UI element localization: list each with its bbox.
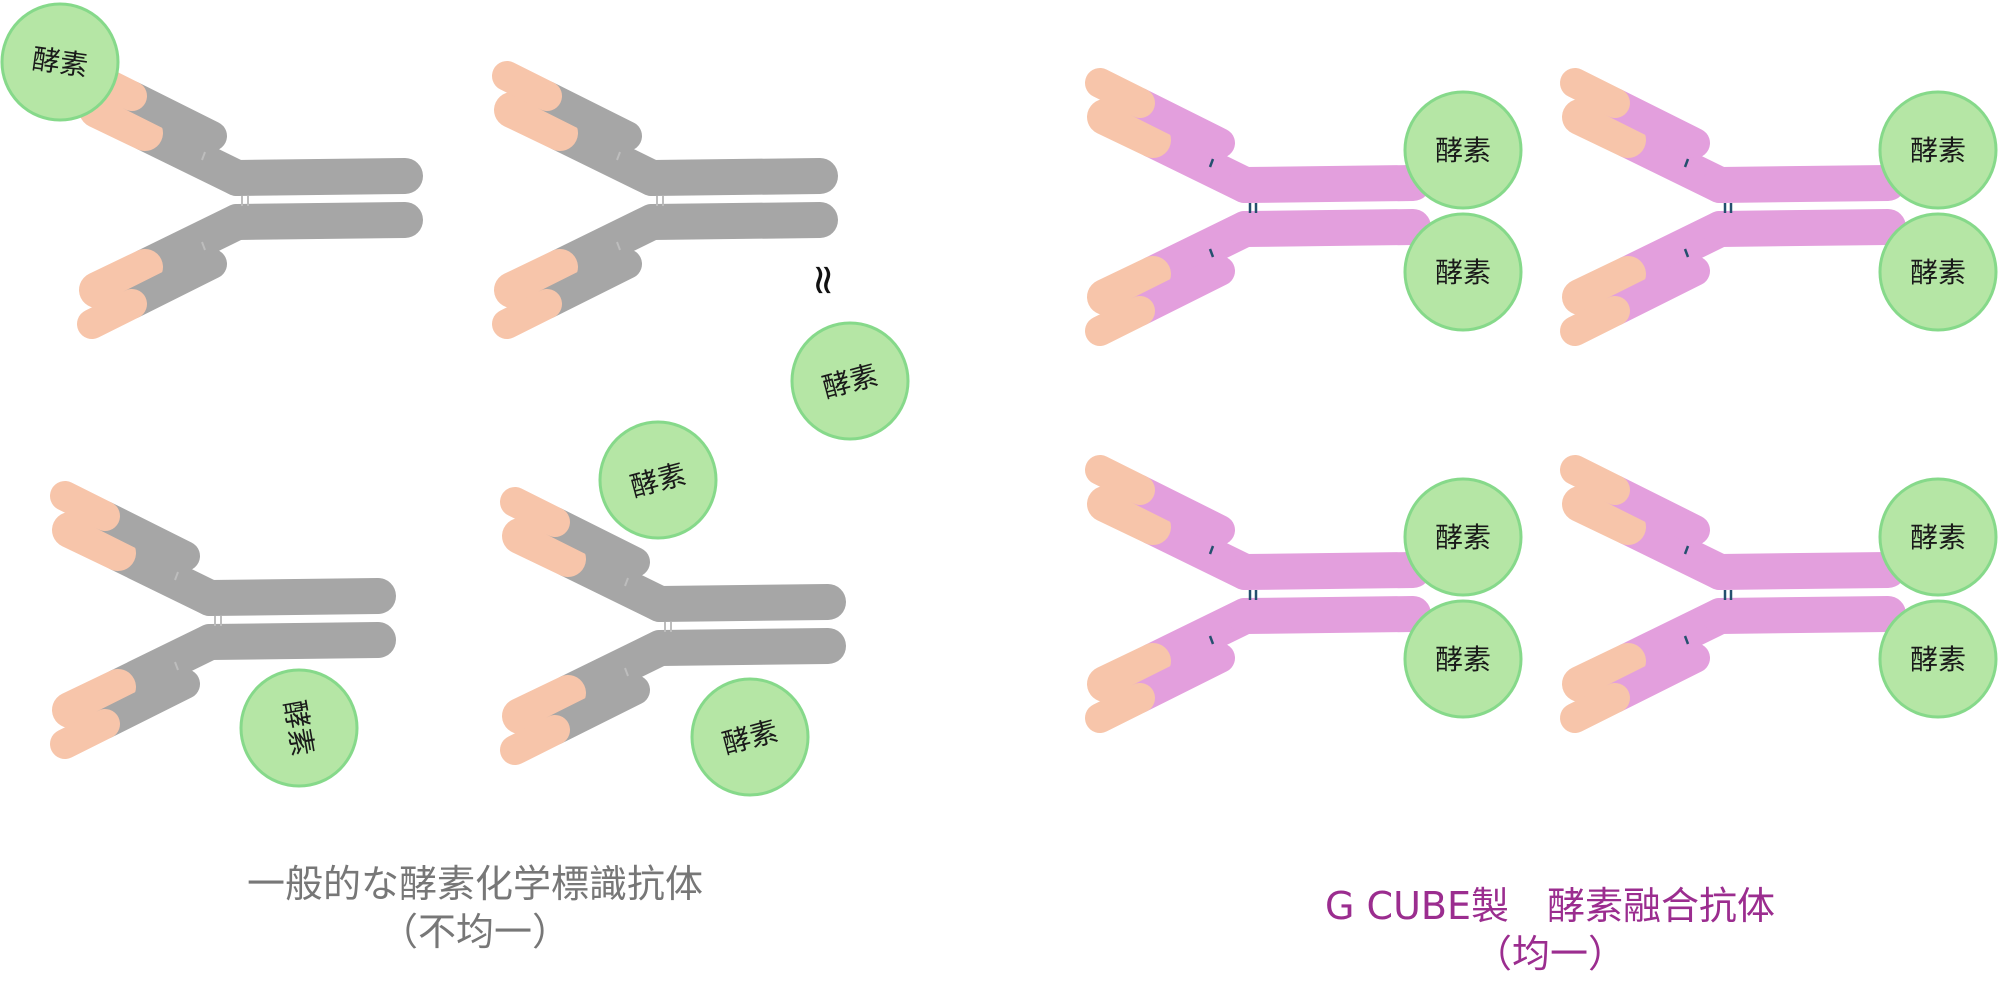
svg-text:酵素: 酵素 xyxy=(1435,134,1491,167)
caption-heterogeneous: 一般的な酵素化学標識抗体 （不均一） xyxy=(160,860,790,956)
enzyme-r6: 酵素 xyxy=(1403,599,1523,719)
svg-text:酵素: 酵素 xyxy=(1910,134,1966,167)
antibody-pink-1 xyxy=(1100,83,1413,331)
caption-right-line1: G CUBE製 酵素融合抗体 xyxy=(1325,884,1775,928)
svg-text:酵素: 酵素 xyxy=(30,42,90,82)
svg-text:酵素: 酵素 xyxy=(1910,643,1966,676)
enzyme-r3: 酵素 xyxy=(1878,90,1998,210)
squiggle-linker: ≈ xyxy=(800,262,849,297)
caption-homogeneous: G CUBE製 酵素融合抗体 （均一） xyxy=(1240,882,1860,978)
enzyme-l1: 酵素 xyxy=(0,2,120,122)
enzyme-l4: 酵素 xyxy=(239,668,359,788)
antibody-pink-2 xyxy=(1575,83,1888,331)
svg-text:酵素: 酵素 xyxy=(1435,256,1491,289)
enzyme-r7: 酵素 xyxy=(1878,477,1998,597)
enzyme-r2: 酵素 xyxy=(1403,212,1523,332)
caption-left-line2: （不均一） xyxy=(379,910,570,954)
antibody-gray-1 xyxy=(92,76,405,324)
enzyme-l3: 酵素 xyxy=(598,420,718,540)
svg-text:酵素: 酵素 xyxy=(1435,643,1491,676)
enzyme-l5: 酵素 xyxy=(690,677,810,797)
panel-homogeneous: 酵素 酵素 酵素 酵素 酵素 酵素 酵素 酵素 xyxy=(1100,83,1998,719)
svg-text:酵素: 酵素 xyxy=(1910,521,1966,554)
svg-text:酵素: 酵素 xyxy=(1910,256,1966,289)
antibody-pink-3 xyxy=(1100,470,1413,718)
panel-heterogeneous: ≈ 酵素 酵素 酵素 酵素 酵素 xyxy=(0,2,910,797)
svg-text:酵素: 酵素 xyxy=(1435,521,1491,554)
antibody-gray-2 xyxy=(507,76,820,324)
antibody-pink-4 xyxy=(1575,470,1888,718)
caption-right-line2: （均一） xyxy=(1473,932,1626,976)
enzyme-r1: 酵素 xyxy=(1403,90,1523,210)
enzyme-l2: 酵素 xyxy=(790,321,910,441)
caption-left-line1: 一般的な酵素化学標識抗体 xyxy=(246,862,703,906)
enzyme-r8: 酵素 xyxy=(1878,599,1998,719)
enzyme-r4: 酵素 xyxy=(1878,212,1998,332)
enzyme-r5: 酵素 xyxy=(1403,477,1523,597)
